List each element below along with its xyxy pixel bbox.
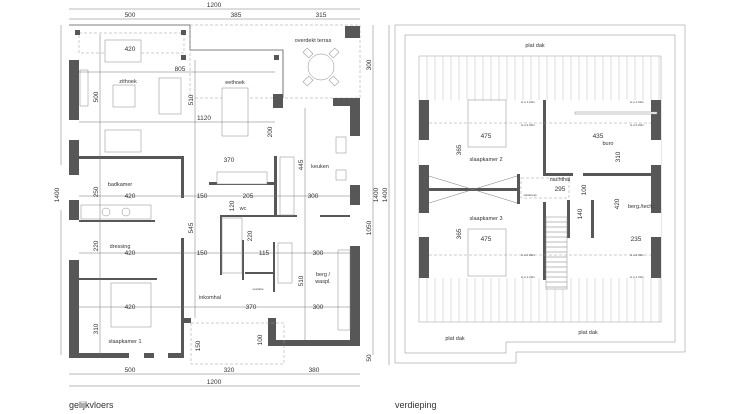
dimension-label: 510 — [188, 94, 195, 105]
dimension-label: 420 — [125, 304, 136, 311]
dimension-label: 115 — [259, 250, 270, 257]
room-berg-tech: berg./tech. — [628, 204, 654, 210]
dimension-label: H ≥ 1.20m — [521, 275, 535, 279]
dimension-label: 365 — [456, 228, 463, 239]
dimension-label: 295 — [555, 186, 566, 193]
room-plat-dak-bottom-left: plat dak — [445, 336, 465, 342]
inner-dimensions: 475 365 435 310 295 100 420 140 475 365 … — [456, 133, 642, 243]
dimension-label: 220 — [93, 240, 100, 251]
dimension-label: 420 — [125, 193, 136, 200]
dim-c: 315 — [316, 12, 327, 19]
dim-bottom-a: 500 — [125, 367, 136, 374]
dimension-label: 370 — [224, 157, 235, 164]
dimension-label: 1120 — [197, 115, 211, 122]
dimension-label: 235 — [631, 236, 642, 243]
dim-bottom-b: 320 — [224, 367, 235, 374]
room-zithoek: zithoek — [119, 79, 137, 85]
dim-bottom-c: 380 — [309, 367, 320, 374]
dimension-label: 805 — [175, 66, 186, 73]
dimension-label: H ≥ 1.20m — [521, 100, 535, 104]
room-eethoek: eethoek — [225, 80, 245, 86]
staircase — [545, 216, 568, 290]
inner-dimensions: 420 805 500 510 1120 200 370 445 250 420… — [93, 46, 324, 351]
dimension-label: 545 — [188, 222, 195, 233]
dimension-label: 365 — [456, 144, 463, 155]
dim-bottom-total: 1200 — [207, 379, 222, 386]
dim-right-a: 300 — [366, 59, 373, 70]
room-inkomhal: inkomhal — [199, 295, 221, 301]
dimension-label: 475 — [481, 133, 492, 140]
ground-floor-title: gelijkvloers — [69, 400, 114, 410]
room-badkamer: badkamer — [108, 182, 133, 188]
dimension-top: 1200 500 385 315 — [69, 2, 360, 20]
dimension-label: 205 — [243, 193, 254, 200]
room-wc: wc — [239, 206, 247, 212]
room-berg: berg / — [316, 272, 331, 278]
dimension-label: 120 — [229, 200, 236, 211]
dimension-label: 420 — [125, 250, 136, 257]
upper-floor-plan: 1400 — [382, 24, 686, 410]
dim-a: 500 — [125, 12, 136, 19]
room-buro: buro — [602, 141, 613, 147]
dimension-label: 140 — [577, 208, 584, 219]
dimension-label: 475 — [481, 236, 492, 243]
dimension-label: 220 — [247, 230, 254, 241]
dimension-label: 310 — [93, 323, 100, 334]
dimension-label: 250 — [93, 186, 100, 197]
zoldertrap-label: zoldertrap — [523, 193, 537, 197]
ground-floor-plan: 1200 500 385 315 1400 300 1400 1050 50 5… — [54, 2, 380, 410]
dimension-label: H ≥ 1.20m — [630, 100, 644, 104]
room-keuken: keuken — [311, 164, 329, 170]
room-vestiaire: vestiaire — [252, 287, 264, 291]
dim-right-b: 1050 — [366, 220, 373, 235]
dim-b: 385 — [231, 12, 242, 19]
dimension-label: 420 — [125, 46, 136, 53]
dimension-label: 500 — [93, 91, 100, 102]
dim-total: 1200 — [207, 2, 222, 9]
room-slaapkamer-2: slaapkamer 2 — [469, 157, 502, 163]
room-plat-dak-top: plat dak — [525, 43, 545, 49]
dimension-label: 370 — [246, 304, 257, 311]
dim-right-total: 1400 — [373, 187, 380, 202]
dimension-label: H ≥ 2.00m — [521, 123, 535, 127]
room-slaapkamer-3: slaapkamer 3 — [469, 216, 502, 222]
dim-right-c: 50 — [366, 354, 373, 362]
dimension-label: 300 — [313, 304, 324, 311]
room-terras: overdekt terras — [295, 38, 332, 44]
dimension-label: 150 — [197, 193, 208, 200]
upper-floor-title: verdieping — [395, 400, 437, 410]
dimension-label: H ≥ 2.00m — [521, 253, 535, 257]
dimension-label: 420 — [614, 198, 621, 209]
dimension-label: 310 — [615, 151, 622, 162]
room-waspl: waspl. — [314, 279, 331, 285]
dimension-label: 150 — [197, 250, 208, 257]
dimension-label: 300 — [313, 250, 324, 257]
dimension-label: 445 — [298, 159, 305, 170]
dim-left-total: 1400 — [382, 187, 389, 202]
dimension-label: 435 — [593, 133, 604, 140]
room-nachthal: nachthal — [550, 177, 571, 183]
room-plat-dak-bottom-right: plat dak — [578, 330, 598, 336]
dimension-label: 200 — [267, 126, 274, 137]
dimension-label: 510 — [298, 275, 305, 286]
dim-left-total: 1400 — [54, 187, 61, 202]
room-dressing: dressing — [110, 244, 131, 250]
dimension-label: 150 — [195, 340, 202, 351]
dimension-label: 100 — [257, 334, 264, 345]
dimension-label: 100 — [581, 184, 588, 195]
walls — [419, 100, 661, 280]
dimension-label: 300 — [308, 193, 319, 200]
dimension-label: H ≥ 1.20m — [630, 275, 644, 279]
dimension-label: H ≥ 2.00m — [630, 253, 644, 257]
terrace-table — [302, 47, 340, 87]
room-slaapkamer-1: slaapkamer 1 — [108, 339, 141, 345]
dimension-label: H ≥ 2.00m — [630, 123, 644, 127]
